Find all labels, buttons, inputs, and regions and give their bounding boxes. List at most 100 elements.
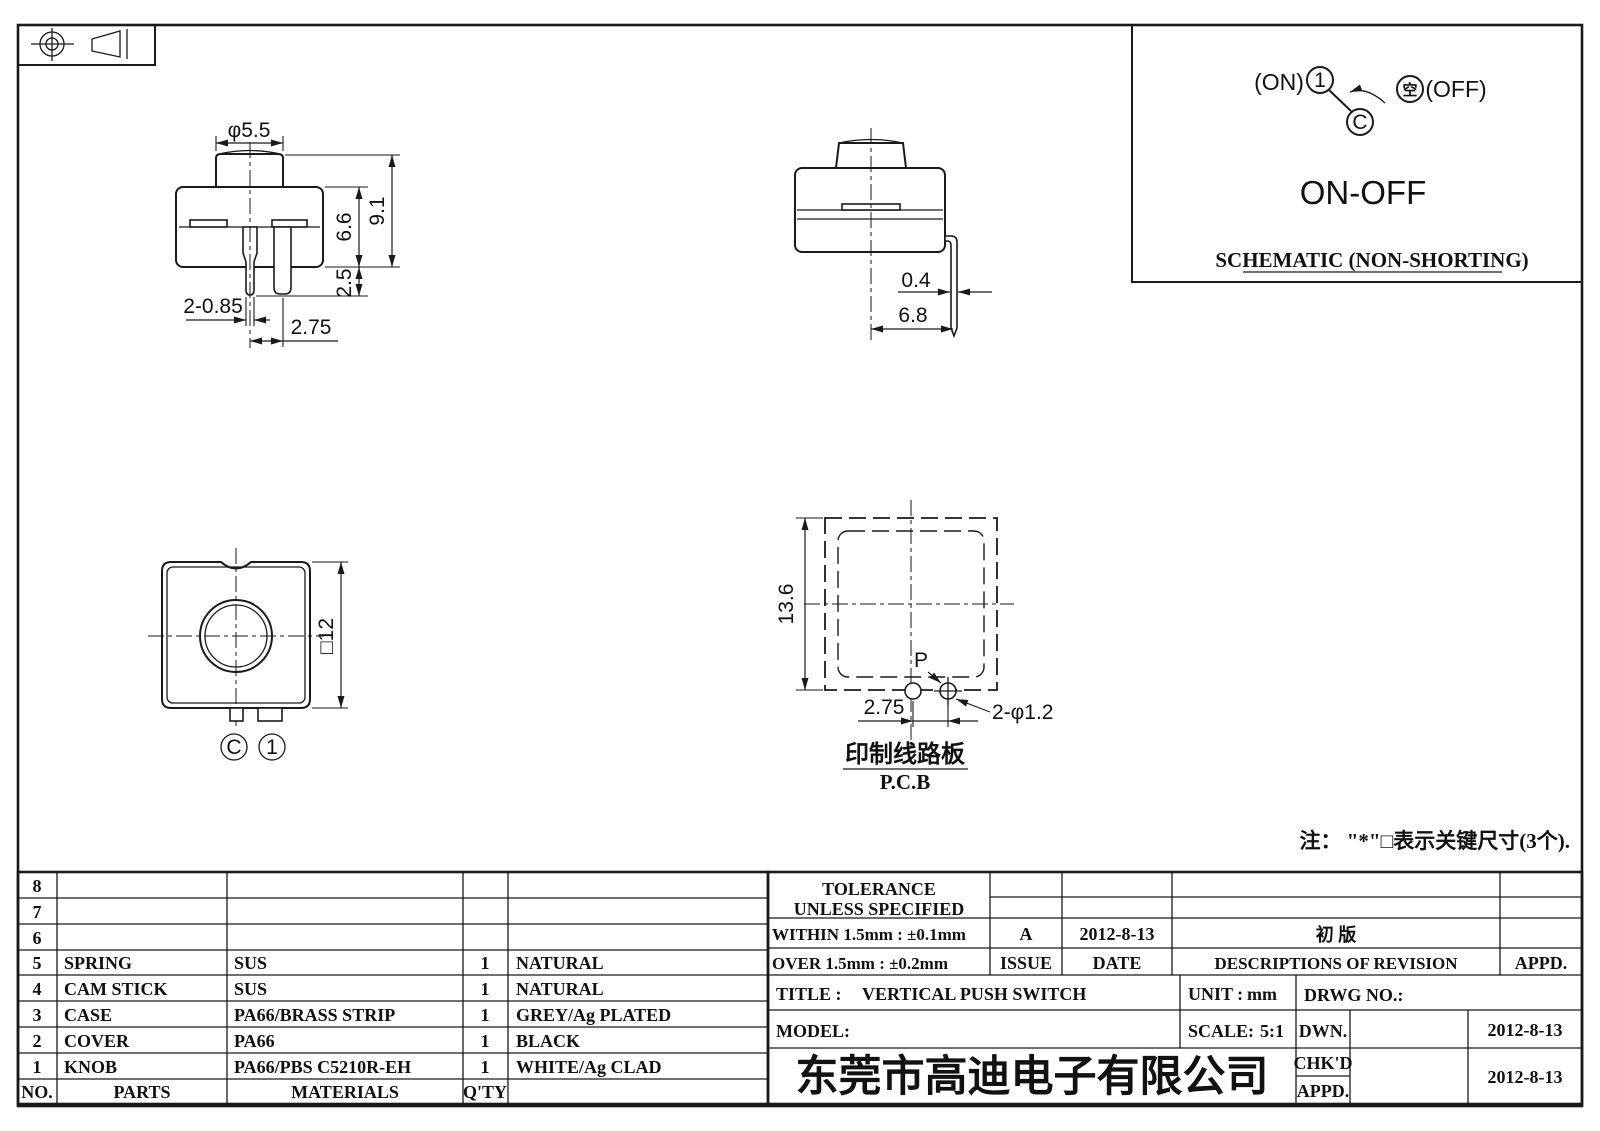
title-block-text: TOLERANCE UNLESS SPECIFIED WITHIN 1.5mm … bbox=[772, 879, 1567, 1101]
pcb-caption-cn: 印制线路板 bbox=[845, 740, 966, 768]
front-view: φ5.5 9.1 6.6 2.5 2-0.85 2.75 bbox=[175, 119, 400, 348]
schematic-pole-c: C bbox=[1352, 111, 1367, 134]
dim-body-size: □12 bbox=[315, 618, 338, 654]
chkd-label: CHK'D bbox=[1293, 1053, 1352, 1073]
sheet-border bbox=[16, 23, 1584, 1108]
pcb-point-label: P bbox=[914, 649, 928, 672]
header-qty: Q'TY bbox=[463, 1082, 507, 1102]
row-material: PA66/BRASS STRIP bbox=[234, 1005, 395, 1025]
appd-header: APPD. bbox=[1515, 953, 1568, 973]
dim-total-height: 9.1 bbox=[366, 196, 389, 225]
schematic-off-label: (OFF) bbox=[1425, 76, 1486, 102]
row-material: PA66 bbox=[234, 1031, 275, 1051]
row-part: KNOB bbox=[64, 1057, 117, 1077]
appd-label: APPD. bbox=[1297, 1081, 1350, 1101]
model-label: MODEL: bbox=[776, 1021, 850, 1041]
issue-value: A bbox=[1020, 924, 1033, 944]
tolerance-title: TOLERANCE bbox=[822, 879, 936, 899]
parts-table-text: 8 7 6 5 SPRING SUS 1 NATURAL 4 CAM STICK… bbox=[21, 876, 671, 1102]
row-qty: 1 bbox=[481, 1005, 490, 1025]
row-no: 6 bbox=[33, 928, 42, 948]
unit-value: mm bbox=[1247, 984, 1277, 1004]
row-qty: 1 bbox=[481, 953, 490, 973]
header-materials: MATERIALS bbox=[291, 1082, 399, 1102]
tolerance-within: WITHIN 1.5mm : ±0.1mm bbox=[772, 925, 966, 944]
row-part: CAM STICK bbox=[64, 979, 168, 999]
revision-header: DESCRIPTIONS OF REVISION bbox=[1214, 954, 1458, 973]
row-no: 7 bbox=[33, 902, 42, 922]
bottom-terminal-c bbox=[229, 707, 244, 722]
schematic-on-label: (ON) bbox=[1254, 69, 1304, 95]
pcb-caption-en: P.C.B bbox=[880, 770, 931, 794]
row-finish: NATURAL bbox=[516, 953, 604, 973]
row-finish: BLACK bbox=[516, 1031, 580, 1051]
schematic-function: ON-OFF bbox=[1300, 174, 1426, 211]
dim-pin-offset: 6.8 bbox=[898, 304, 927, 327]
key-dimension-note: 注： "*"□表示关键尺寸(3个). bbox=[1300, 829, 1571, 853]
dim-pcb-holes: 2-φ1.2 bbox=[992, 701, 1053, 724]
company-name: 东莞市高迪电子有限公司 bbox=[796, 1053, 1269, 1101]
bottom-terminal-1 bbox=[257, 707, 283, 722]
terminal-c-label: C bbox=[226, 736, 241, 759]
row-part: CASE bbox=[64, 1005, 112, 1025]
header-parts: PARTS bbox=[113, 1082, 170, 1102]
dim-knob-diameter: φ5.5 bbox=[228, 119, 271, 142]
schematic-pole-1-circle bbox=[1306, 66, 1334, 94]
side-view: 0.4 6.8 bbox=[794, 128, 992, 342]
unit-label: UNIT : bbox=[1188, 984, 1243, 1004]
row-material: PA66/PBS C5210R-EH bbox=[234, 1057, 411, 1077]
header-no: NO. bbox=[21, 1082, 53, 1102]
pcb-view: P 13.6 2.75 2-φ1.2 印制线路板 P.C.B bbox=[775, 500, 1053, 794]
row-qty: 1 bbox=[481, 1057, 490, 1077]
row-no: 5 bbox=[33, 953, 42, 973]
row-no: 4 bbox=[33, 979, 42, 999]
row-no: 2 bbox=[33, 1031, 42, 1051]
dwn-label: DWN. bbox=[1299, 1021, 1348, 1041]
bottom-view: C 1 □12 bbox=[148, 548, 348, 761]
scale-value: 5:1 bbox=[1260, 1021, 1284, 1041]
schematic-box bbox=[1131, 24, 1583, 283]
dim-pcb-height: 13.6 bbox=[775, 584, 798, 625]
schematic-empty-circle bbox=[1396, 75, 1424, 103]
schematic-pole-c-circle bbox=[1346, 108, 1374, 136]
pcb-hole-c bbox=[904, 682, 922, 700]
dim-body-height: 6.6 bbox=[333, 212, 356, 241]
date-label: DATE bbox=[1093, 953, 1142, 973]
schematic-panel: (ON) 1 C 空 (OFF) ON-OFF SCHEMATIC (NON-S… bbox=[1131, 24, 1583, 283]
dim-pcb-pitch: 2.75 bbox=[864, 696, 905, 719]
issue-label: ISSUE bbox=[1000, 953, 1052, 973]
schematic-empty-label: 空 bbox=[1402, 81, 1417, 99]
revision-description: 初 版 bbox=[1316, 924, 1357, 945]
schematic-toggle-arrow bbox=[1349, 84, 1386, 104]
schematic-pole-1: 1 bbox=[1314, 69, 1326, 92]
schematic-caption: SCHEMATIC (NON-SHORTING) bbox=[1215, 248, 1528, 272]
row-part: SPRING bbox=[64, 953, 132, 973]
tolerance-over: OVER 1.5mm : ±0.2mm bbox=[772, 954, 948, 973]
dim-pin-pitch: 2.75 bbox=[291, 316, 332, 339]
terminal-1-label: 1 bbox=[266, 736, 278, 759]
side-body bbox=[794, 167, 946, 253]
row-finish: WHITE/Ag CLAD bbox=[516, 1057, 662, 1077]
row-material: SUS bbox=[234, 979, 267, 999]
row-finish: GREY/Ag PLATED bbox=[516, 1005, 671, 1025]
scale-label: SCALE: bbox=[1188, 1021, 1254, 1041]
title-block-grid bbox=[766, 870, 1584, 1106]
issue-date-value: 2012-8-13 bbox=[1080, 924, 1155, 944]
row-qty: 1 bbox=[481, 979, 490, 999]
row-no: 1 bbox=[33, 1057, 42, 1077]
front-pin-right bbox=[273, 226, 292, 295]
chkd-date: 2012-8-13 bbox=[1488, 1067, 1563, 1087]
row-qty: 1 bbox=[481, 1031, 490, 1051]
row-material: SUS bbox=[234, 953, 267, 973]
drwg-no-label: DRWG NO.: bbox=[1304, 985, 1403, 1005]
row-finish: NATURAL bbox=[516, 979, 604, 999]
dim-pin-length: 2.5 bbox=[333, 268, 356, 297]
dwn-date: 2012-8-13 bbox=[1488, 1020, 1563, 1040]
projection-symbol bbox=[17, 24, 156, 66]
title-value: VERTICAL PUSH SWITCH bbox=[862, 984, 1086, 1004]
tolerance-subtitle: UNLESS SPECIFIED bbox=[794, 899, 965, 919]
side-pin bbox=[944, 235, 958, 339]
title-label: TITLE : bbox=[776, 984, 842, 1004]
